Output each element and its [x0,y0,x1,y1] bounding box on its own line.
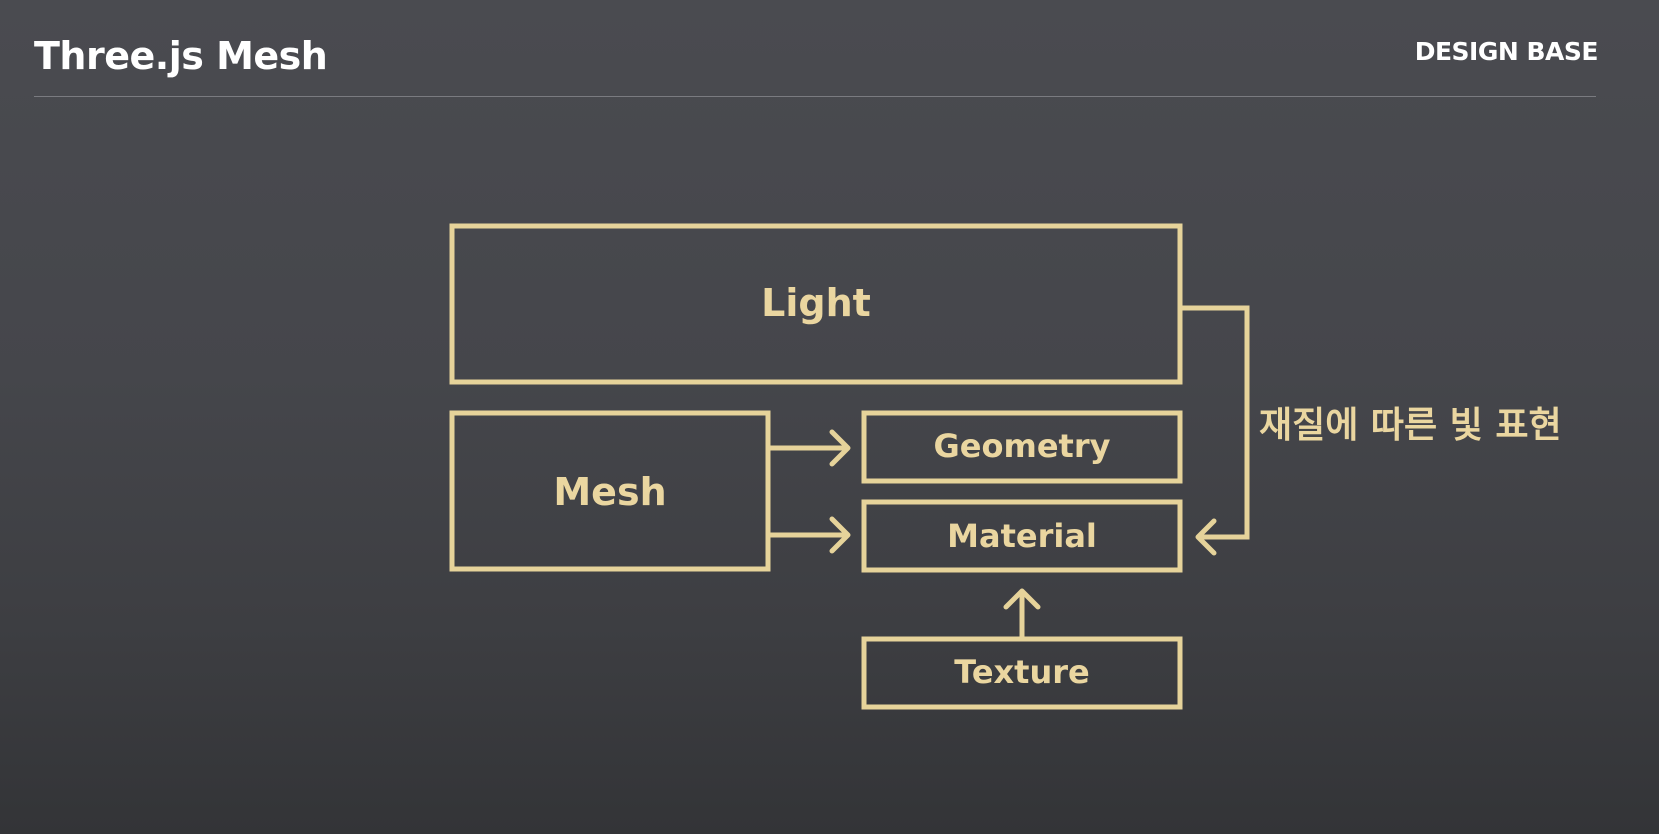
mesh-label: Mesh [553,470,666,514]
mesh-to-geometry-arrowhead [829,429,851,467]
material-node: Material [861,499,1183,573]
light-by-material-annotation: 재질에 따른 빛 표현 [1259,405,1562,446]
material-box [861,499,1183,573]
mesh-node: Mesh [449,410,771,572]
title-divider [34,96,1596,97]
light-to-material-arrow [1182,305,1250,556]
light-label: Light [761,281,871,325]
texture-to-material-arrow [1003,588,1041,637]
geometry-box [861,410,1183,484]
texture-label: Texture [954,653,1089,691]
geometry-node: Geometry [861,410,1183,484]
geometry-label: Geometry [934,427,1111,465]
mesh-to-geometry-arrow [770,429,851,467]
brand-logo: DESIGN BASE [1414,37,1599,66]
texture-to-material-arrowhead [1003,588,1041,610]
mesh-to-material-arrowhead [829,516,851,554]
texture-box [861,636,1183,710]
light-node: Light [449,223,1183,385]
texture-node: Texture [861,636,1183,710]
light-box [449,223,1183,385]
light-to-material-arrowhead [1195,518,1217,556]
light-to-material-line [1182,305,1250,540]
mesh-box [449,410,771,572]
mesh-to-material-arrow [770,516,851,554]
slide-title: Three.js Mesh [34,34,328,78]
material-label: Material [947,517,1097,555]
